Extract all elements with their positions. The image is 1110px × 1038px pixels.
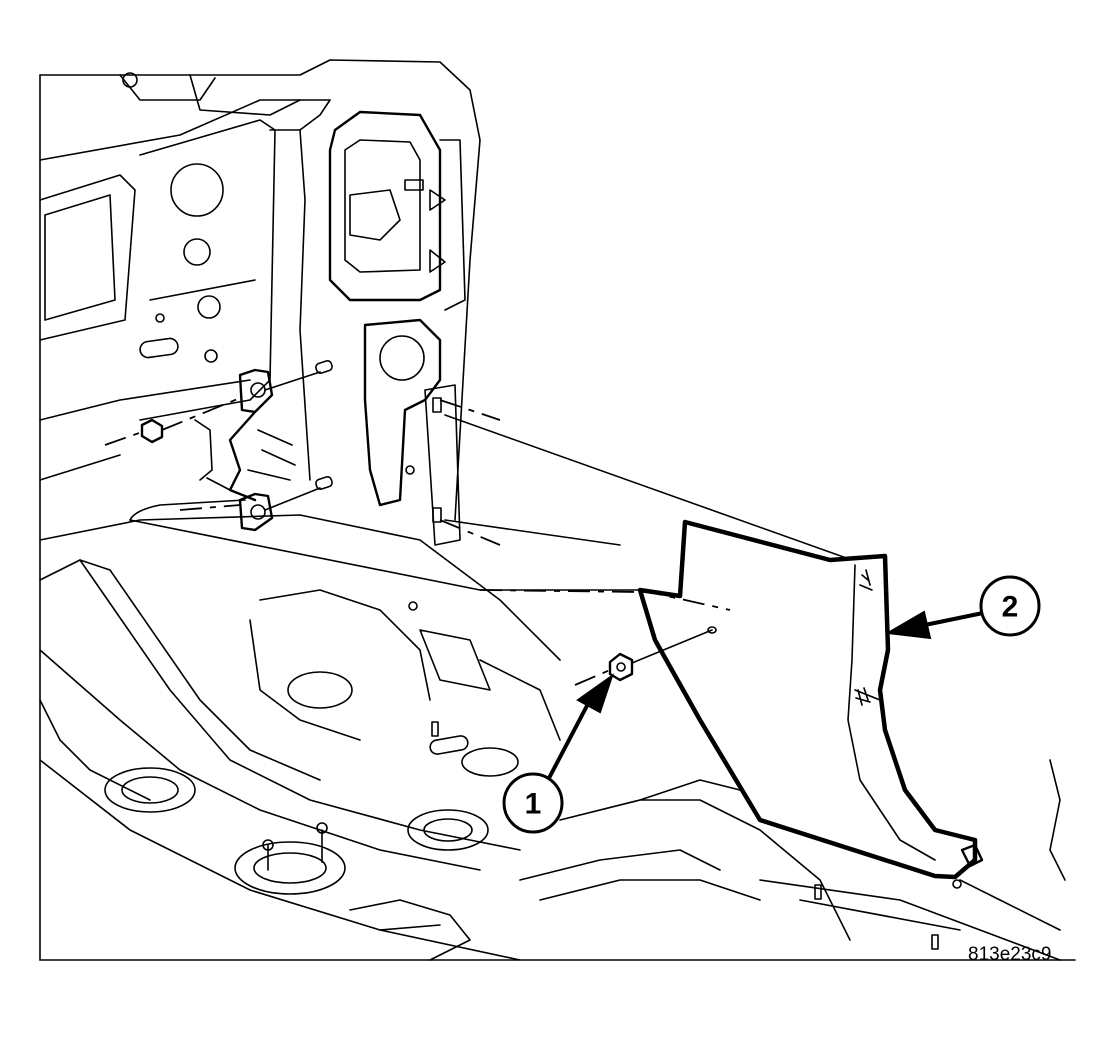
callout-1-circle [502,772,564,834]
callout-1: 1 [502,673,614,834]
callout-2: 2 [884,575,1041,640]
callout-1-label: 1 [525,788,542,821]
callout-1-arrowhead [576,673,614,714]
callout-2-arrowhead [884,610,932,640]
nut [574,626,717,686]
figure-id: 813e23c9 [968,944,1051,965]
callout-2-label: 2 [1002,591,1019,624]
vehicle-body-structure [39,59,1076,961]
callout-2-circle [979,575,1041,637]
trim-panel [637,519,984,880]
bracket-assembly [104,360,501,546]
